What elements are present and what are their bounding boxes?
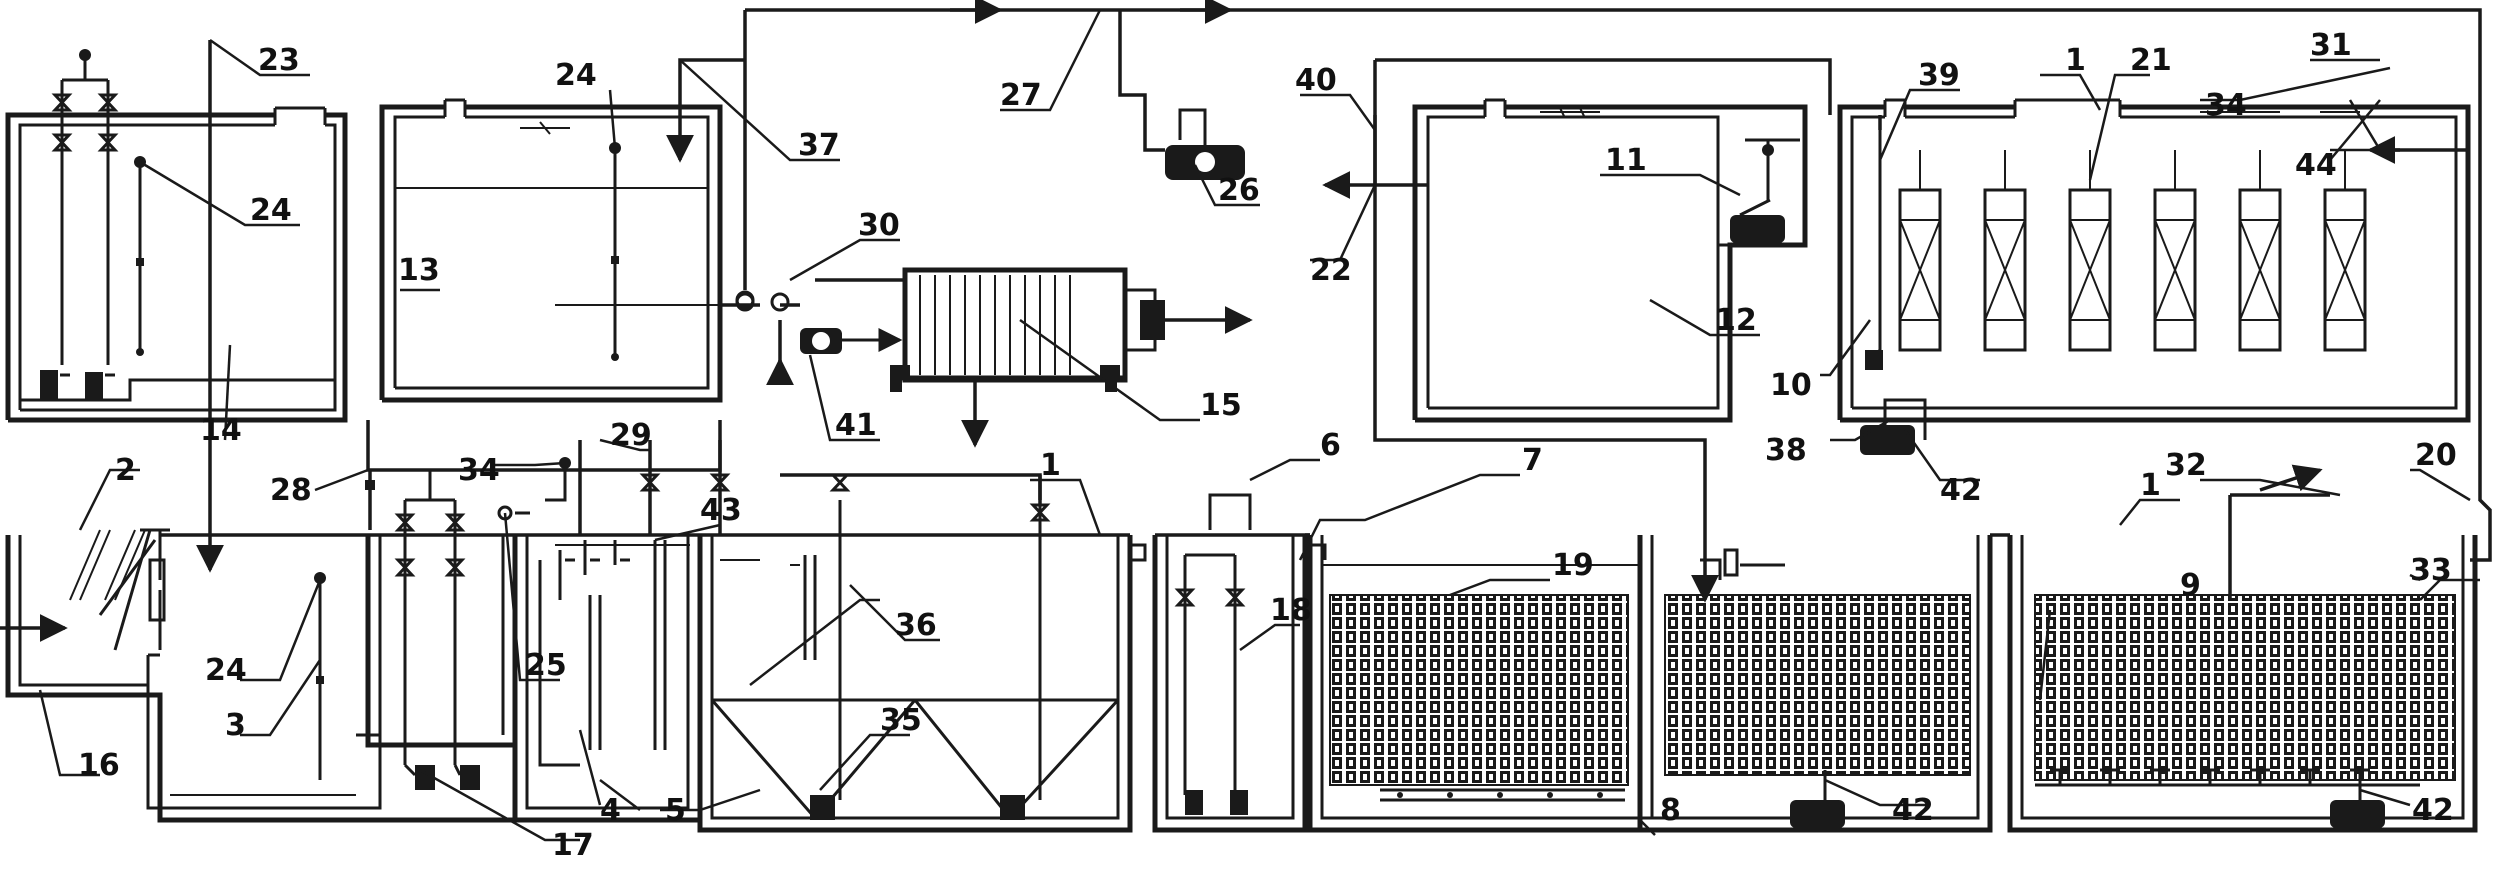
label-19: 19 [1552,548,1594,583]
label-4: 4 [600,793,621,828]
label-27: 27 [1000,78,1042,113]
label-1-c: 1 [2140,468,2161,503]
pump-42-top [1860,398,1927,455]
label-23: 23 [258,43,300,78]
label-1-a: 1 [2065,43,2086,78]
label-36: 36 [895,608,937,643]
tank-17 [365,470,518,790]
label-2: 2 [115,453,136,488]
label-33: 33 [2410,553,2452,588]
filter-press-15 [815,267,1253,448]
tank-10 [1837,98,2471,423]
label-17: 17 [552,828,594,863]
label-24-a: 24 [250,193,292,228]
label-18: 18 [1270,593,1312,628]
label-8: 8 [1660,793,1681,828]
label-32: 32 [2165,448,2207,483]
label-26: 26 [1218,173,1260,208]
label-42-a: 42 [1940,473,1982,508]
label-43: 43 [700,493,742,528]
label-30: 30 [858,208,900,243]
label-1-b: 1 [1040,448,1061,483]
label-11: 11 [1605,143,1647,178]
label-7: 7 [1522,443,1543,478]
tank-5 [697,473,1133,833]
pump-41 [778,303,903,380]
label-9: 9 [2180,568,2201,603]
label-28: 28 [270,473,312,508]
tank-14 [5,49,348,423]
label-42-c: 42 [2412,793,2454,828]
leader-lines [38,9,2480,842]
blower-26 [1118,60,1245,180]
label-15: 15 [1200,388,1242,423]
pump-11 [1730,138,1800,243]
label-13: 13 [398,253,440,288]
label-25: 25 [525,648,567,683]
label-37: 37 [798,128,840,163]
tank-2-3 [0,528,518,823]
label-39: 39 [1918,58,1960,93]
tank-7-8 [1307,535,1993,833]
label-16: 16 [78,748,120,783]
label-22: 22 [1310,253,1352,288]
pipe-network [160,0,2492,603]
label-44: 44 [2295,148,2337,183]
label-5: 5 [665,793,686,828]
label-35: 35 [880,703,922,738]
label-38: 38 [1765,433,1807,468]
label-31: 31 [2310,28,2352,63]
label-34-a: 34 [2205,88,2247,123]
tank-13 [379,98,740,403]
label-12: 12 [1715,303,1757,338]
membrane-modules [1898,150,2367,352]
label-42-b: 42 [1892,793,1934,828]
callout-labels: 23 24 14 24 13 28 37 30 27 26 15 41 40 2… [78,28,2457,863]
label-24-c: 24 [205,653,247,688]
label-3: 3 [225,708,246,743]
label-14: 14 [200,413,242,448]
pump-42-bottom [1790,770,2385,828]
label-10: 10 [1770,368,1812,403]
label-29: 29 [610,418,652,453]
label-21: 21 [2130,43,2172,78]
tank-12 [1412,98,1808,423]
label-20: 20 [2415,438,2457,473]
tank-9 [2007,535,2478,833]
label-40: 40 [1295,63,1337,98]
label-6: 6 [1320,428,1341,463]
label-34-b: 34 [458,453,500,488]
label-41: 41 [835,408,877,443]
tank-6 [1152,493,1308,833]
label-24-b: 24 [555,58,597,93]
